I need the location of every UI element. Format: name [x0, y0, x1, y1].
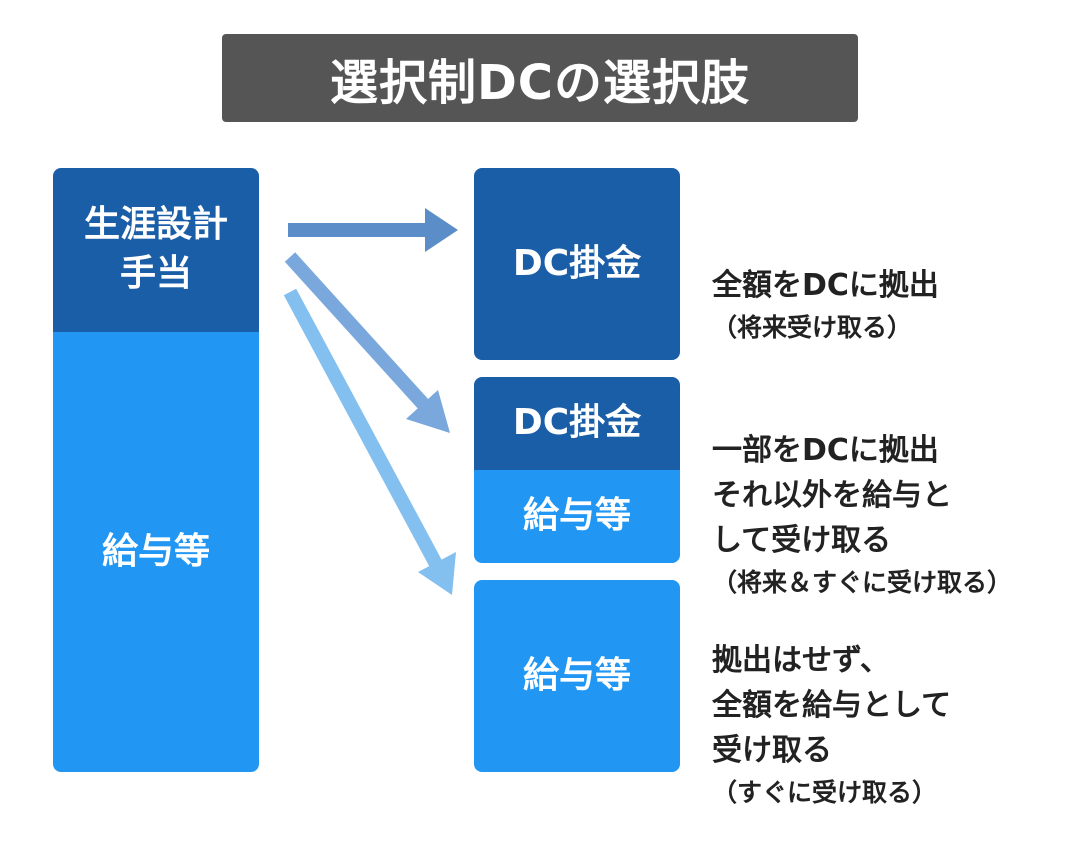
arrow-to-option-2	[284, 252, 450, 433]
salary-block: 給与等	[53, 332, 259, 772]
option-3-description: 拠出はせず、 全額を給与として 受け取る （すぐに受け取る）	[712, 593, 1072, 858]
arrows	[283, 208, 458, 595]
arrow-to-option-3	[283, 288, 456, 595]
option-1-box: DC掛金	[474, 168, 680, 360]
salary-block: 給与等	[474, 580, 680, 772]
dc-contribution-block: DC掛金	[474, 168, 680, 360]
current-compensation-box: 生涯設計 手当 給与等	[53, 168, 259, 772]
option-2-box: DC掛金 給与等	[474, 377, 680, 563]
option-1-text: 全額をDCに拠出	[712, 268, 939, 303]
option-3-text: 拠出はせず、 全額を給与として 受け取る	[712, 643, 952, 768]
option-1-description: 全額をDCに拠出 （将来受け取る）	[712, 218, 1072, 393]
dc-contribution-block: DC掛金	[474, 377, 680, 470]
option-2-note: （将来＆すぐに受け取る）	[712, 568, 1013, 597]
option-2-text: 一部をDCに拠出 それ以外を給与と して受け取る	[712, 433, 952, 558]
arrow-to-option-1	[288, 208, 458, 252]
salary-block: 給与等	[474, 470, 680, 563]
option-1-note: （将来受け取る）	[712, 313, 913, 342]
option-3-note: （すぐに受け取る）	[712, 778, 938, 807]
diagram-title: 選択制DCの選択肢	[222, 34, 858, 122]
option-3-box: 給与等	[474, 580, 680, 772]
life-plan-allowance-block: 生涯設計 手当	[53, 168, 259, 332]
option-2-description: 一部をDCに拠出 それ以外を給与と して受け取る （将来＆すぐに受け取る）	[712, 383, 1072, 648]
